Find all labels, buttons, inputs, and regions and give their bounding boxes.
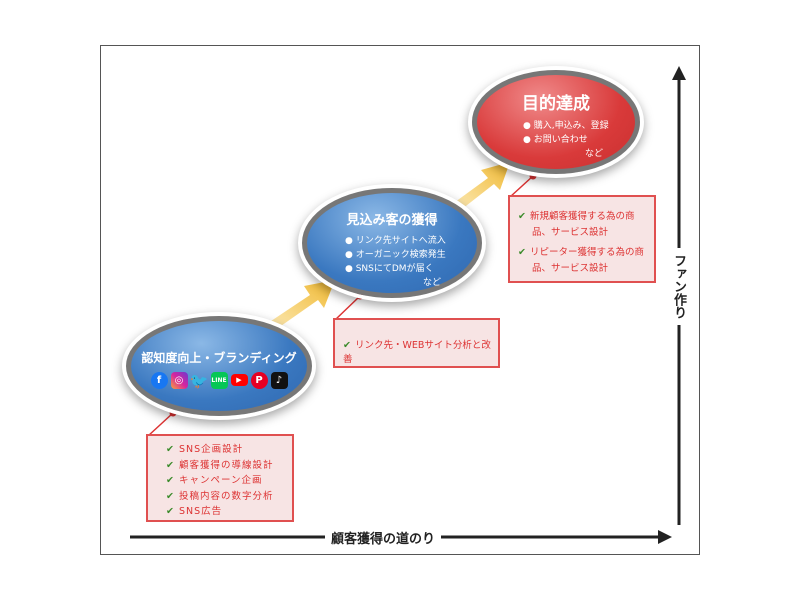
stage-prospect-ellipse: 見込み客の獲得 ● リンク先サイトへ流入 ● オーガニック検索発生 ● SNSに… (302, 188, 482, 298)
etc-label: など (585, 149, 604, 159)
connector-2 (334, 295, 361, 321)
x-axis-arrowhead (658, 530, 672, 544)
etc-label: など (423, 278, 442, 288)
bullet-item: ● SNSにてDMが届く (345, 264, 434, 274)
check-icon: ✔ (343, 340, 351, 351)
y-axis-label: ファン作り (670, 248, 688, 325)
task-item: ✔SNS企画設計 (166, 444, 244, 455)
check-icon: ✔ (166, 459, 175, 471)
stage-goal-ellipse: 目的達成 ● 購入,申込み、登録 ● お問い合わせ など (472, 70, 640, 174)
check-icon: ✔ (518, 247, 526, 258)
tiktok-icon: ♪ (270, 372, 288, 389)
bullet-item: ● リンク先サイトへ流入 (345, 236, 446, 246)
task-item: ✔投稿内容の数字分析 (166, 490, 274, 502)
pinterest-icon: P (250, 372, 268, 389)
stage-awareness-tasks: ✔SNS企画設計 ✔顧客獲得の導線設計 ✔キャンペーン企画 ✔投稿内容の数字分析… (146, 434, 294, 522)
stage-title: 見込み客の獲得 (346, 213, 438, 228)
facebook-icon: f (150, 372, 168, 389)
task-item: ✔リピーター獲得する為の商品、サービス設計 (518, 247, 644, 274)
task-item: ✔新規顧客獲得する為の商品、サービス設計 (518, 211, 635, 238)
check-icon: ✔ (166, 475, 175, 486)
diagram-frame (100, 45, 700, 555)
y-axis-arrowhead (672, 66, 686, 80)
stage-goal-tasks: ✔新規顧客獲得する為の商品、サービス設計 ✔リピーター獲得する為の商品、サービス… (508, 195, 656, 283)
instagram-icon: ◎ (170, 372, 188, 389)
check-icon: ✔ (166, 444, 175, 455)
connector-1 (147, 412, 174, 437)
check-icon: ✔ (518, 211, 526, 222)
stage-title: 認知度向上・ブランディング (141, 351, 297, 365)
stage-awareness-ellipse: 認知度向上・ブランディング f ◎ 🐦 LINE ▶ P ♪ (126, 316, 312, 416)
stage-prospect-tasks: ✔リンク先・WEBサイト分析と改善 (333, 318, 500, 368)
task-item: ✔リンク先・WEBサイト分析と改善 (343, 340, 491, 365)
task-item: ✔顧客獲得の導線設計 (166, 459, 274, 471)
connector-3 (509, 175, 534, 198)
task-item: ✔SNS広告 (166, 506, 223, 517)
youtube-icon: ▶ (230, 374, 248, 386)
x-axis-label: 顧客獲得の道のり (325, 528, 442, 547)
stage-title: 目的達成 (522, 94, 590, 114)
line-icon: LINE (210, 372, 228, 389)
bullet-item: ● 購入,申込み、登録 (523, 121, 609, 131)
check-icon: ✔ (166, 506, 175, 517)
check-icon: ✔ (166, 490, 175, 502)
bullet-item: ● オーガニック検索発生 (345, 250, 446, 260)
task-item: ✔キャンペーン企画 (166, 475, 263, 486)
twitter-icon: 🐦 (189, 371, 209, 390)
bullet-item: ● お問い合わせ (523, 135, 588, 145)
